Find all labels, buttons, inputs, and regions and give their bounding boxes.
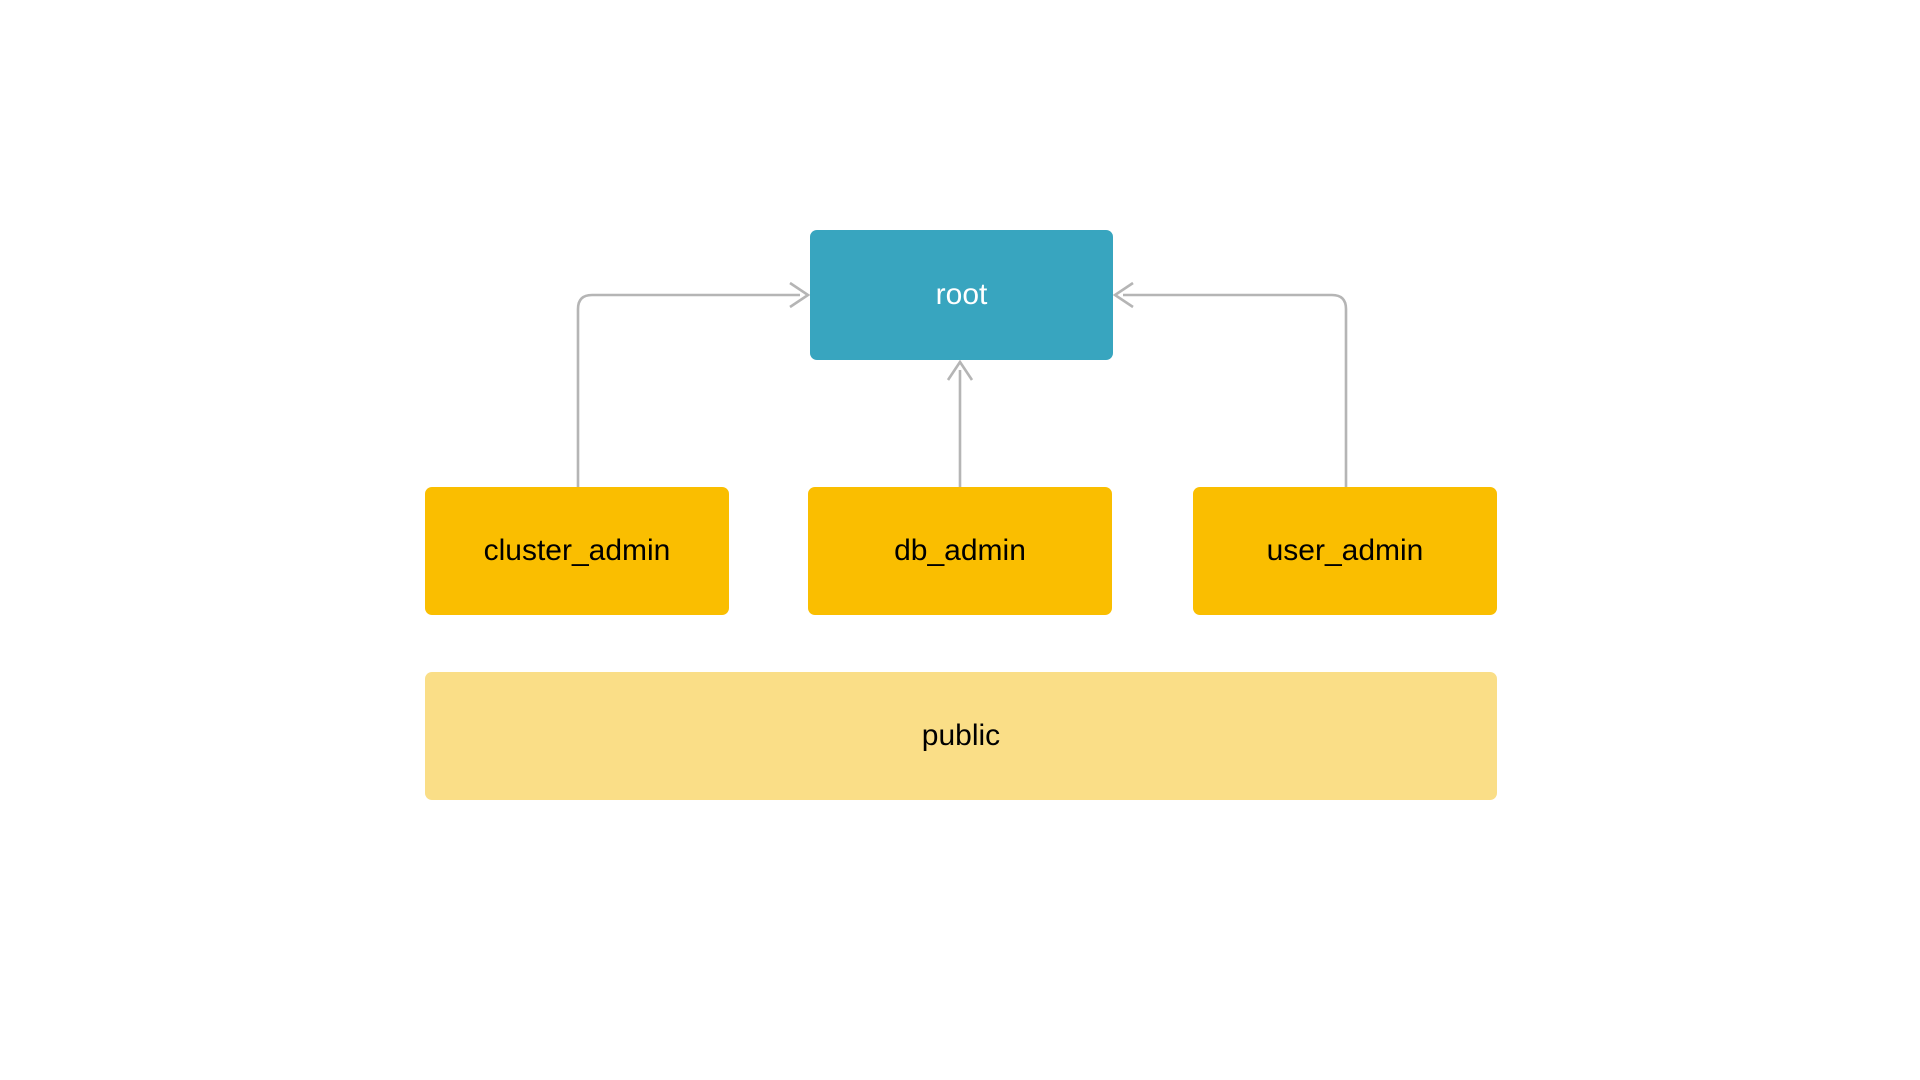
arrowhead-icon-user_admin-to-root xyxy=(1112,281,1134,309)
node-public[interactable]: public xyxy=(425,672,1497,800)
node-db-admin-label: db_admin xyxy=(894,533,1026,567)
node-cluster-admin[interactable]: cluster_admin xyxy=(425,487,729,615)
node-public-label: public xyxy=(921,718,1001,752)
edge-cluster_admin-to-root xyxy=(576,281,811,487)
node-db-admin[interactable]: db_admin xyxy=(808,487,1112,615)
node-user-admin-label: user_admin xyxy=(1266,533,1424,567)
arrowhead-icon-db_admin-to-root xyxy=(946,359,974,381)
edge-user_admin-to-root xyxy=(1112,281,1348,487)
arrowhead-icon-cluster_admin-to-root xyxy=(789,281,811,309)
node-cluster-admin-label: cluster_admin xyxy=(483,533,671,567)
node-root-label: root xyxy=(935,277,988,311)
node-root[interactable]: root xyxy=(810,230,1113,360)
node-user-admin[interactable]: user_admin xyxy=(1193,487,1497,615)
edge-db_admin-to-root xyxy=(946,359,974,487)
edge-line-cluster_admin-to-root xyxy=(576,293,800,487)
edge-line-user_admin-to-root xyxy=(1123,293,1348,487)
